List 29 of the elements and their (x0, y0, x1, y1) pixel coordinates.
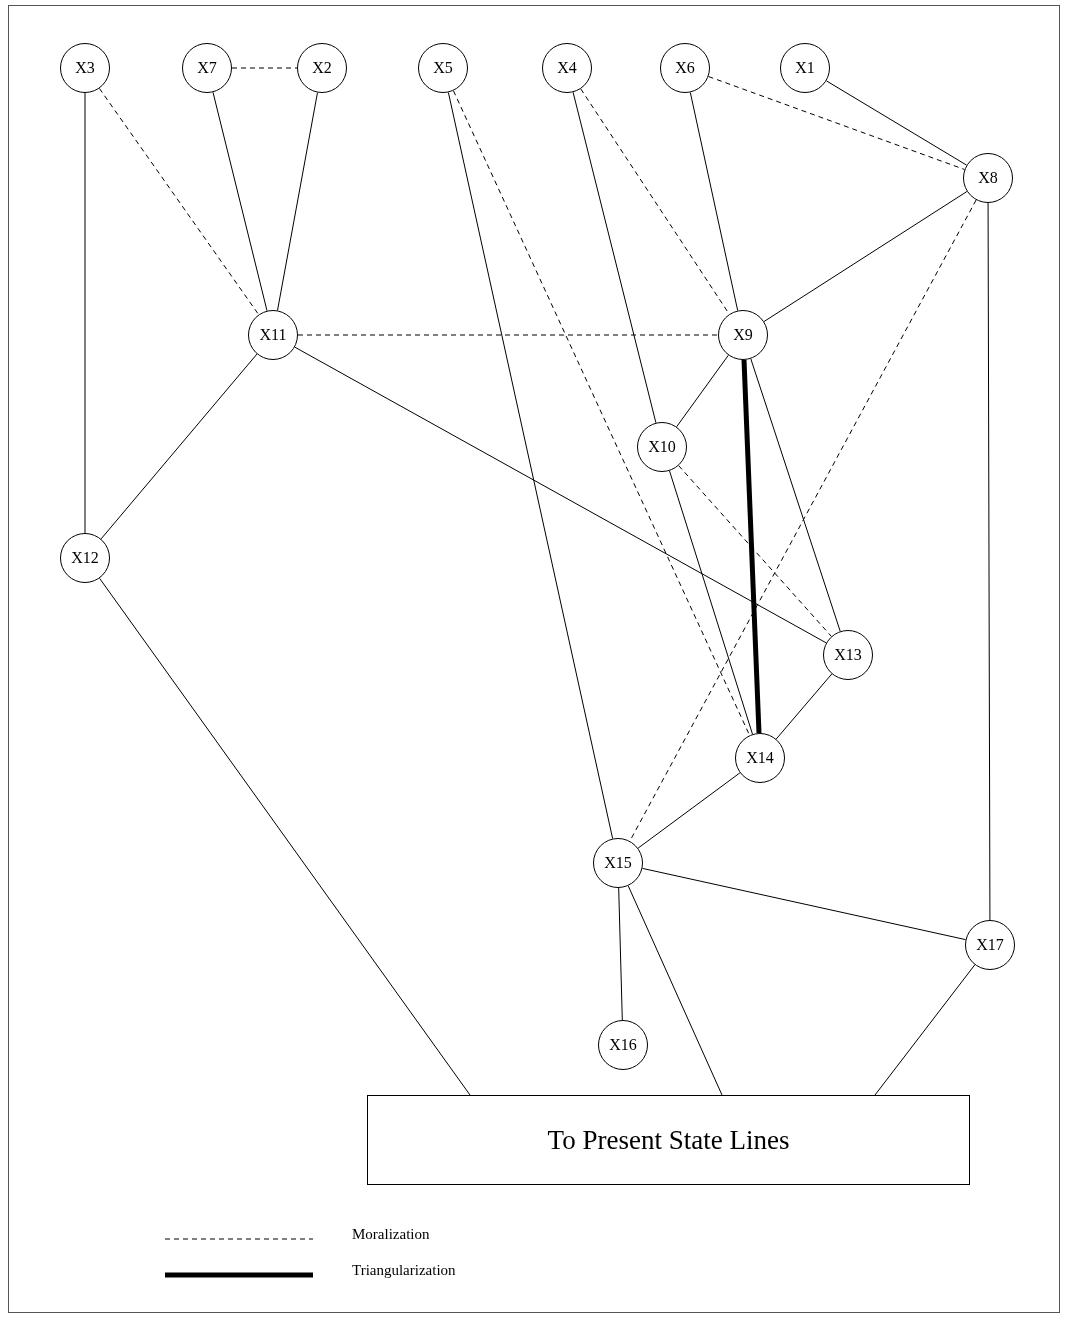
line (100, 353, 258, 540)
line (987, 202, 991, 921)
line (763, 191, 968, 322)
legend-label: Triangularization (352, 1263, 456, 1278)
line (689, 91, 739, 312)
legend-label: Moralization (352, 1227, 430, 1242)
line (212, 91, 268, 312)
thick-line (741, 359, 762, 734)
line (641, 867, 967, 941)
line (775, 673, 833, 740)
line (669, 470, 753, 735)
line (874, 964, 976, 1096)
line (277, 92, 318, 311)
line (618, 887, 623, 1021)
dashed-line (98, 87, 260, 316)
line (99, 577, 471, 1096)
line (572, 91, 657, 424)
line (825, 80, 968, 166)
dashed-line (231, 67, 298, 69)
dashed-line (297, 334, 719, 336)
dashed-line (678, 465, 832, 637)
line (447, 91, 614, 840)
line (627, 885, 723, 1096)
line (84, 92, 86, 534)
line (750, 358, 841, 632)
line (637, 772, 741, 849)
line (294, 346, 827, 644)
line (676, 354, 729, 428)
output-box: To Present State Lines (367, 1095, 970, 1185)
